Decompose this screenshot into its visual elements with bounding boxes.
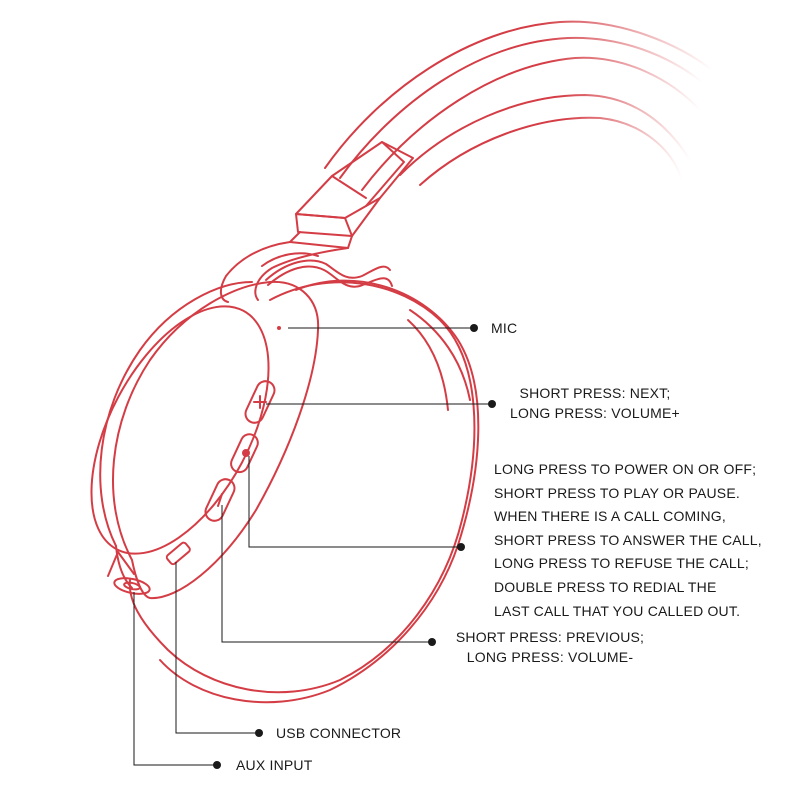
aux-leader — [133, 592, 217, 766]
power-leader — [248, 456, 461, 548]
usb-leader — [175, 562, 259, 734]
leader-dots — [213, 324, 496, 769]
power-label-line-5: LONG PRESS TO REFUSE THE CALL; — [494, 555, 749, 572]
headband — [324, 20, 713, 191]
usb-port-icon — [165, 541, 191, 566]
power-dot — [457, 543, 465, 551]
previous-label-line-1: SHORT PRESS: PREVIOUS; — [455, 629, 645, 645]
mic-hole-icon — [277, 326, 281, 330]
power-label-line-2: SHORT PRESS TO PLAY OR PAUSE. — [494, 484, 740, 501]
power-label-line-4: SHORT PRESS TO ANSWER THE CALL, — [494, 531, 762, 548]
power-label-line-7: LAST CALL THAT YOU CALLED OUT. — [494, 602, 741, 619]
aux-dot — [213, 761, 221, 769]
power-label-line-6: DOUBLE PRESS TO REDIAL THE — [494, 578, 717, 595]
yoke — [220, 241, 393, 303]
mic-dot — [470, 324, 478, 332]
headband-slider — [289, 141, 414, 249]
previous-leader — [221, 505, 432, 643]
previous-label-line-2: LONG PRESS: VOLUME- — [466, 649, 634, 665]
next-label-line-2: LONG PRESS: VOLUME+ — [510, 405, 680, 421]
aux-jack-icon — [107, 551, 151, 595]
minus-button-icon — [204, 478, 236, 522]
power-button-icon — [230, 433, 259, 474]
aux-label: AUX INPUT — [236, 757, 313, 773]
previous-label: SHORT PRESS: PREVIOUS; LONG PRESS: VOLUM… — [450, 627, 650, 667]
power-label-line-1: LONG PRESS TO POWER ON OR OFF; — [494, 461, 757, 477]
next-label: SHORT PRESS: NEXT; LONG PRESS: VOLUME+ — [500, 383, 690, 423]
leader-lines — [133, 327, 492, 766]
power-label-line-3: WHEN THERE IS A CALL COMING, — [494, 508, 726, 525]
usb-dot — [255, 729, 263, 737]
next-dot — [488, 400, 496, 408]
plus-button-icon — [244, 380, 276, 424]
ear-cushion — [128, 279, 480, 704]
ear-cup — [90, 280, 320, 600]
next-label-line-1: SHORT PRESS: NEXT; — [519, 385, 671, 401]
usb-label: USB CONNECTOR — [276, 725, 402, 741]
mic-label: MIC — [491, 320, 518, 336]
power-label: LONG PRESS TO POWER ON OR OFF; SHORT PRE… — [494, 458, 762, 623]
previous-dot — [428, 638, 436, 646]
